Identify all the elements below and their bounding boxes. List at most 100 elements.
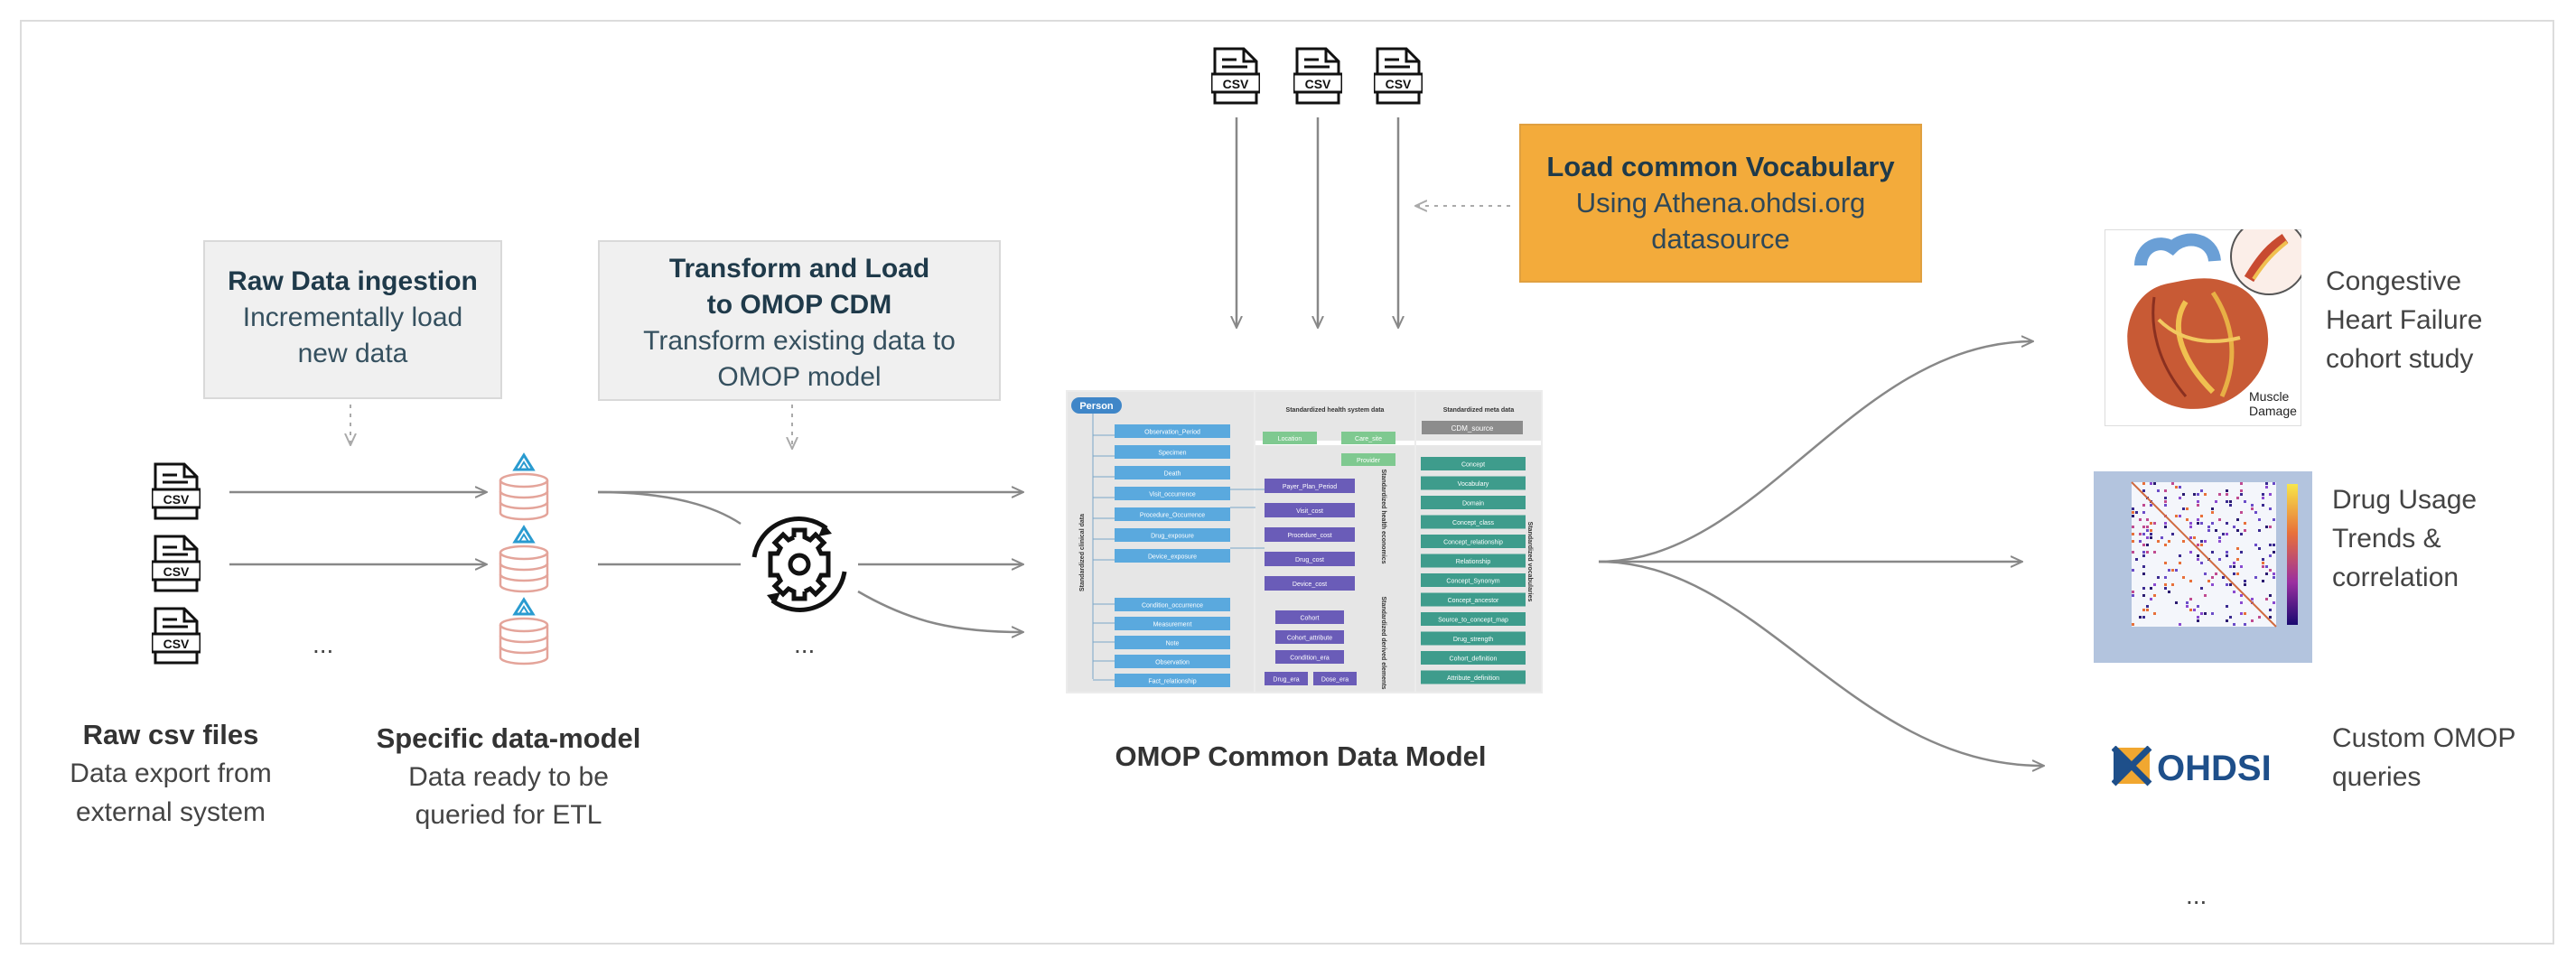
csv-text: CSV xyxy=(163,492,190,507)
heatmap-cell xyxy=(2222,576,2225,579)
heatmap-cell xyxy=(2204,540,2207,543)
cdm-device-exposure-box xyxy=(1115,549,1230,563)
heatmap-cell xyxy=(2251,598,2254,600)
cdm-drug-exposure-box xyxy=(1115,528,1230,542)
heatmap-cell xyxy=(2179,515,2181,517)
heatmap-cell xyxy=(2168,540,2170,543)
heatmap-cell xyxy=(2157,540,2160,543)
heatmap-cell xyxy=(2150,522,2152,525)
heatmap-cell xyxy=(2244,612,2246,615)
arrow-cdm-custom xyxy=(1598,560,2043,766)
heatmap-cell xyxy=(2132,507,2134,510)
heatmap-cell xyxy=(2251,507,2254,510)
heatmap-cell xyxy=(2269,609,2272,611)
heatmap-cell xyxy=(2139,533,2142,535)
heatmap-cell xyxy=(2146,609,2149,611)
heatmap-cell xyxy=(2262,580,2264,582)
cdm-drug-era-label: Drug_era xyxy=(1273,677,1299,684)
heatmap-cell xyxy=(2226,583,2228,586)
csv-file-icon: CSV xyxy=(1374,47,1423,105)
heatmap-cell xyxy=(2200,612,2203,615)
cdm-condition-era-box xyxy=(1275,650,1344,664)
heatmap-cell xyxy=(2189,580,2192,582)
heatmap-cell xyxy=(2171,569,2174,572)
cdm-procedure-cost-box xyxy=(1265,527,1355,542)
heatmap-cell xyxy=(2233,562,2235,564)
heatmap-cell xyxy=(2168,569,2170,572)
raw-csv-line2: external system xyxy=(75,797,266,827)
heatmap-cell xyxy=(2193,493,2196,496)
heatmap-cell xyxy=(2153,594,2156,597)
heatmap-cell xyxy=(2244,529,2246,532)
heatmap-cell xyxy=(2132,623,2134,626)
heatmap-cells xyxy=(2132,482,2275,626)
heatmap-cell xyxy=(2229,565,2232,568)
transform-box: Transform and Load to OMOP CDM Transform… xyxy=(598,240,1001,401)
cdm-fact-relationship-box xyxy=(1115,674,1230,687)
heatmap-cell xyxy=(2211,507,2214,510)
cdm-observation-period-box xyxy=(1115,424,1230,438)
heatmap-cell xyxy=(2204,572,2207,575)
cdm-specimen-box xyxy=(1115,445,1230,459)
heatmap-cell xyxy=(2240,594,2243,597)
ohdsi-logo-text: OHDSI xyxy=(2157,749,2272,788)
heatmap-cell xyxy=(2197,605,2199,608)
cdm-person-label: Person xyxy=(1079,401,1114,412)
cdm-measurement-label: Measurement xyxy=(1153,622,1192,628)
heatmap-cell xyxy=(2236,558,2239,561)
heatmap-cell xyxy=(2236,529,2239,532)
heatmap-cell xyxy=(2164,576,2167,579)
heatmap-cell xyxy=(2197,518,2199,521)
cdm-cohort-definition-label: Cohort_definition xyxy=(1450,656,1498,663)
cdm-note-label: Note xyxy=(1166,641,1180,647)
heatmap-cell xyxy=(2236,518,2239,521)
heatmap-cell xyxy=(2132,540,2134,543)
heatmap-cell xyxy=(2200,544,2203,546)
heatmap-cell xyxy=(2218,493,2221,496)
heatmap-cell xyxy=(2240,511,2243,514)
heatmap-cell xyxy=(2258,547,2261,550)
cdm-drug-cost-box xyxy=(1265,552,1355,566)
heatmap-cell xyxy=(2153,482,2156,485)
heatmap-cell xyxy=(2240,482,2243,485)
heatmap-cell xyxy=(2168,591,2170,593)
cdm-concept-relationship-label: Concept_relationship xyxy=(1443,540,1503,546)
heatmap-cell xyxy=(2262,565,2264,568)
heatmap-cell xyxy=(2222,533,2225,535)
arrow-cdm-heart xyxy=(1598,341,2032,563)
arrow-gear-cdm-lower xyxy=(857,590,1022,632)
heatmap-cell xyxy=(2164,497,2167,499)
heatmap-cell xyxy=(2262,497,2264,499)
heatmap-cell xyxy=(2236,572,2239,575)
heatmap-cell xyxy=(2226,554,2228,557)
heatmap-cell xyxy=(2226,522,2228,525)
cdm-cohort-definition-box xyxy=(1421,651,1526,665)
heatmap-cell xyxy=(2273,482,2275,485)
heatmap-cell xyxy=(2150,504,2152,507)
heatmap-cell xyxy=(2142,594,2145,597)
ellipsis: ... xyxy=(2186,881,2207,909)
heatmap-cell xyxy=(2175,515,2178,517)
correlation-heatmap-image xyxy=(2094,471,2312,663)
heatmap-cell xyxy=(2179,497,2181,499)
csv-file-icon: CSV xyxy=(1211,47,1260,105)
heatmap-cell xyxy=(2197,493,2199,496)
heatmap-cell xyxy=(2258,518,2261,521)
heatmap-cell xyxy=(2171,583,2174,586)
heatmap-cell xyxy=(2265,526,2268,528)
heatmap-cell xyxy=(2233,623,2235,626)
cdm-cohort-label: Cohort xyxy=(1300,616,1319,622)
drug-line2: Trends & xyxy=(2332,524,2441,554)
heatmap-cell xyxy=(2244,522,2246,525)
specific-model-title: Specific data-model xyxy=(376,722,641,754)
heatmap-cell xyxy=(2226,493,2228,496)
csv-file-icon: CSV xyxy=(152,462,201,520)
diagram-frame xyxy=(20,20,2554,945)
cdm-measurement-box xyxy=(1115,617,1230,630)
heatmap-cell xyxy=(2157,576,2160,579)
cdm-concept-synonym-label: Concept_Synonym xyxy=(1446,579,1499,585)
heatmap-cell xyxy=(2254,576,2257,579)
heatmap-cell xyxy=(2273,576,2275,579)
heatmap-cell xyxy=(2233,565,2235,568)
heatmap-cell xyxy=(2142,511,2145,514)
